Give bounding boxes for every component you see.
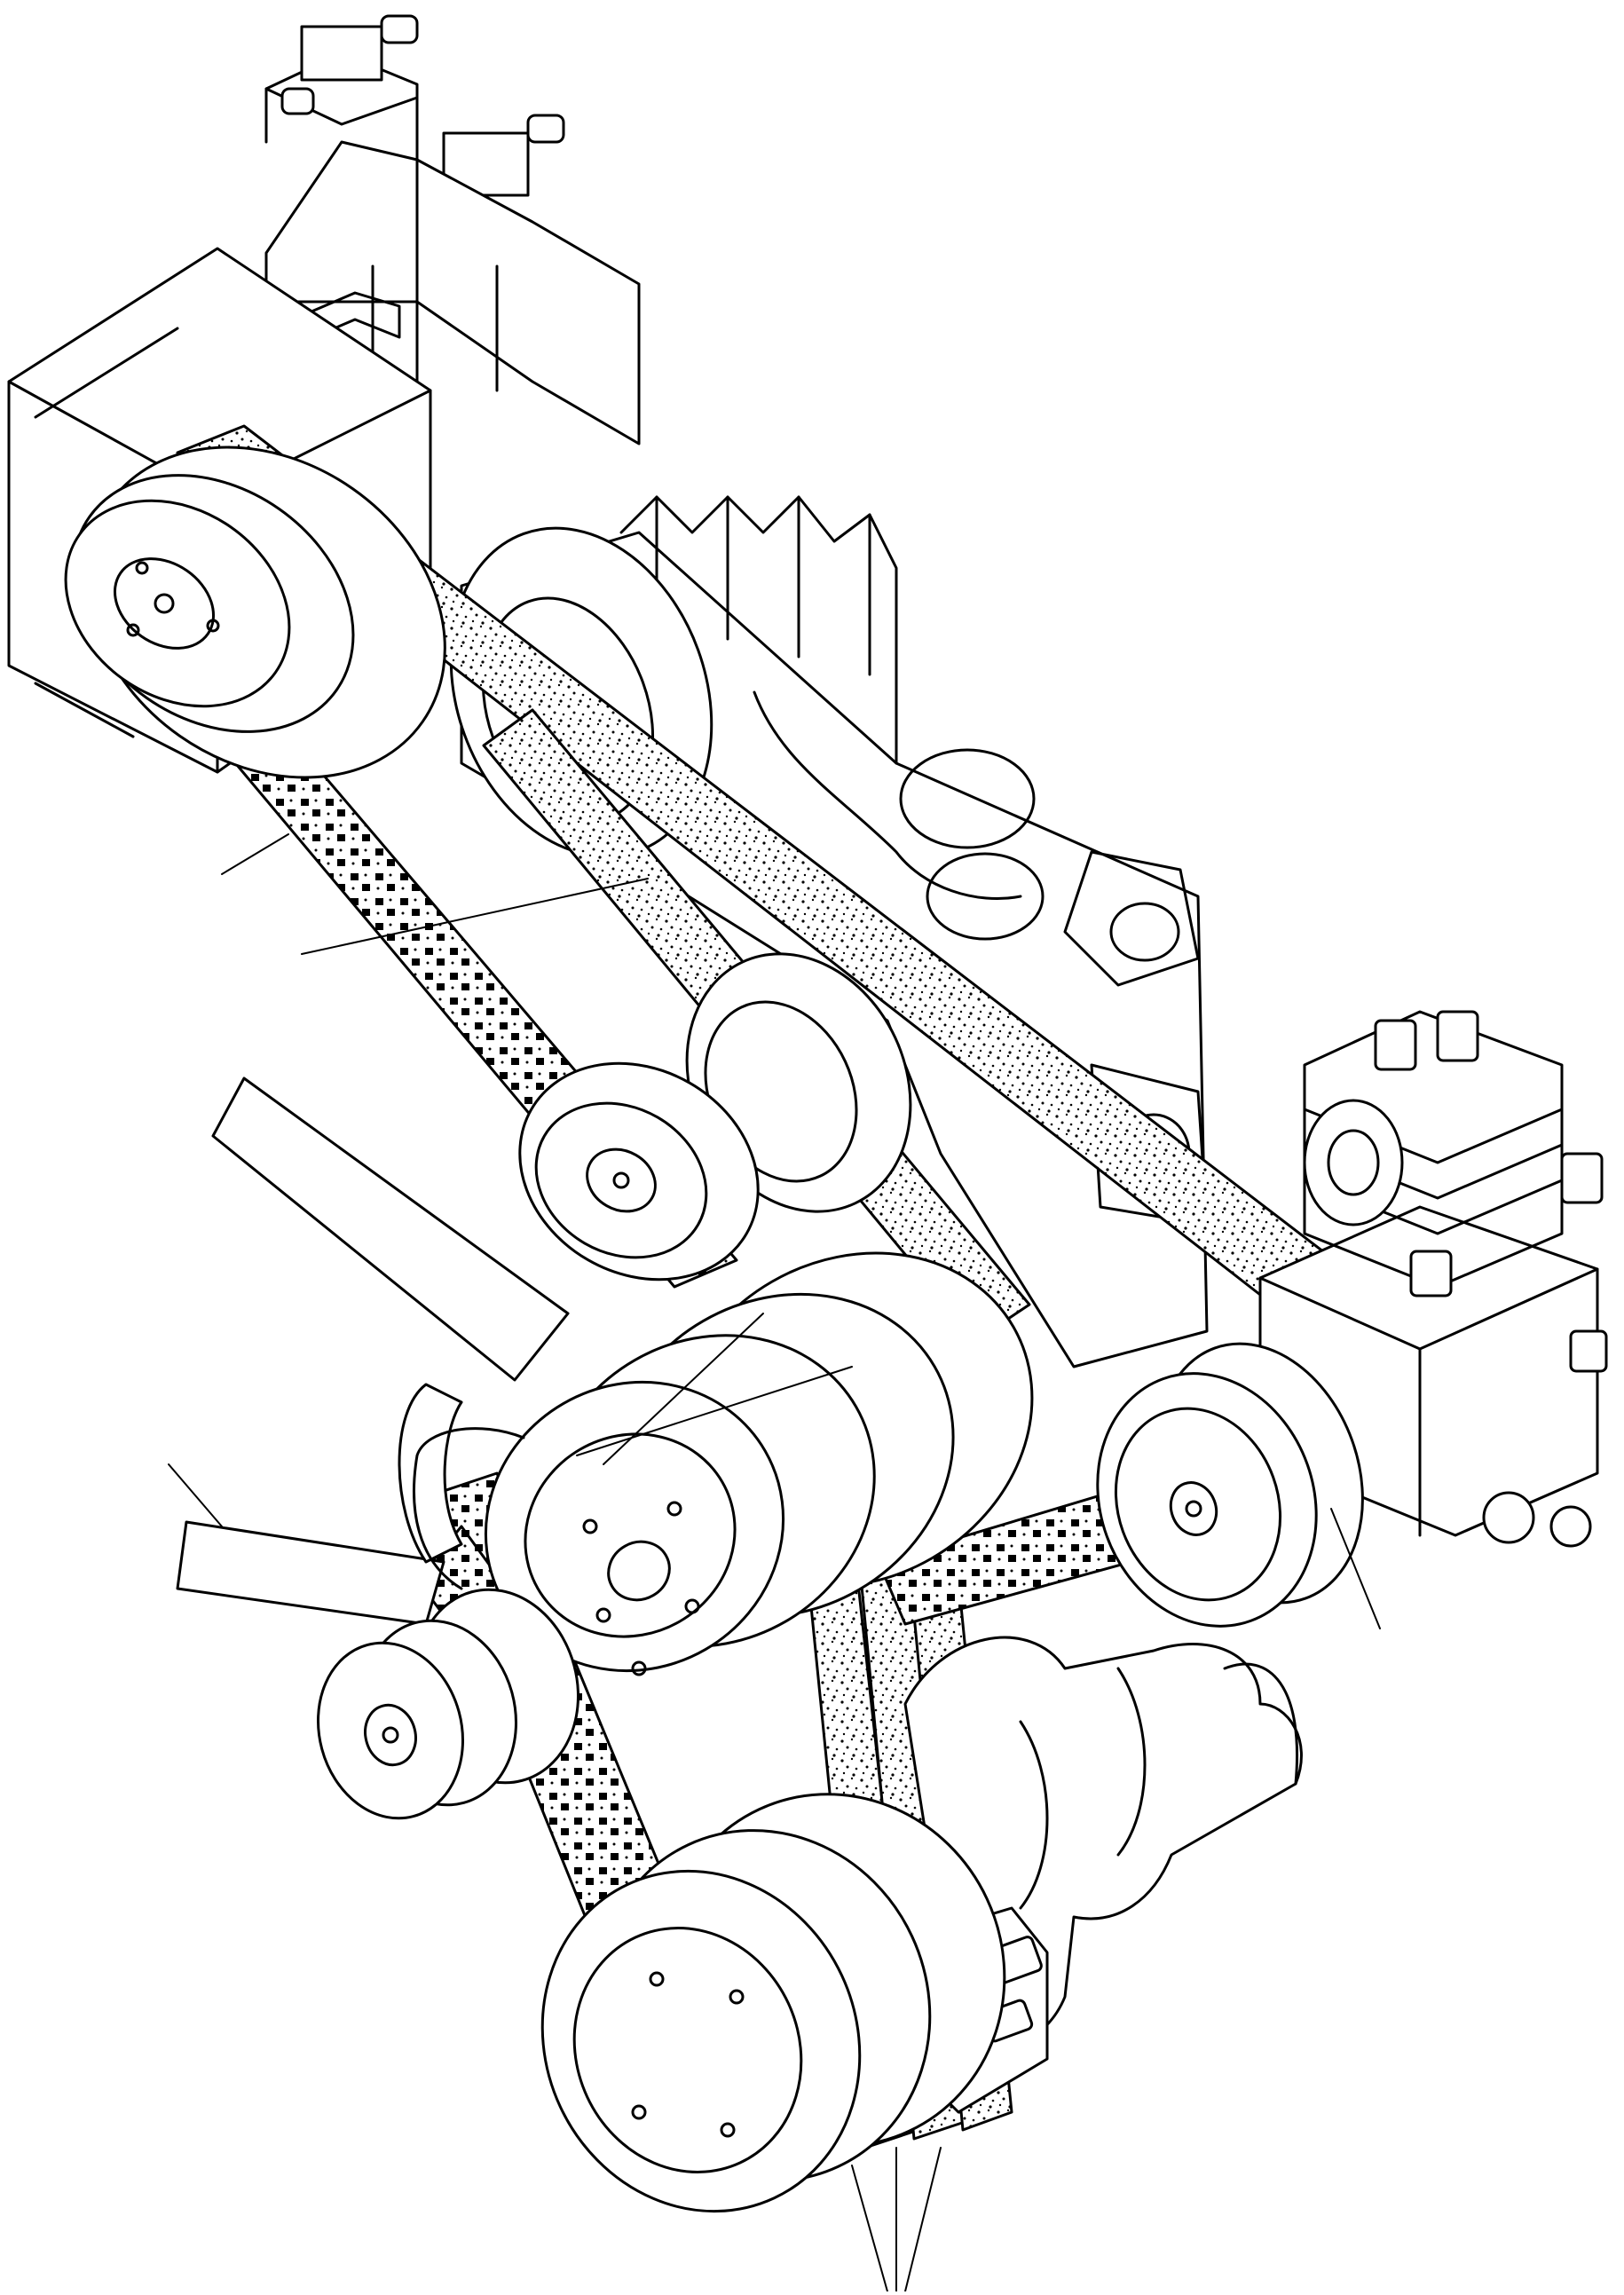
fan-pulley xyxy=(413,1251,1034,1676)
leader-line-4 xyxy=(603,1313,764,1465)
leader-line-5 xyxy=(1330,1508,1381,1629)
upper-pulley xyxy=(64,446,446,779)
compressor-pulley xyxy=(1096,1342,1364,1628)
leader-line-2 xyxy=(301,878,649,955)
leader-line-9 xyxy=(168,1463,223,1527)
idler-pulley xyxy=(518,1061,760,1282)
leader-lines xyxy=(168,833,1381,2292)
small-pulley xyxy=(317,1588,579,1820)
leader-line-8 xyxy=(904,2147,942,2292)
leader-line-6 xyxy=(851,2165,888,2292)
crankshaft-pulley xyxy=(540,1793,1006,2213)
leader-line-1 xyxy=(221,833,289,875)
leader-line-3 xyxy=(576,1366,853,1456)
alternator-terminal-1 xyxy=(280,14,419,115)
